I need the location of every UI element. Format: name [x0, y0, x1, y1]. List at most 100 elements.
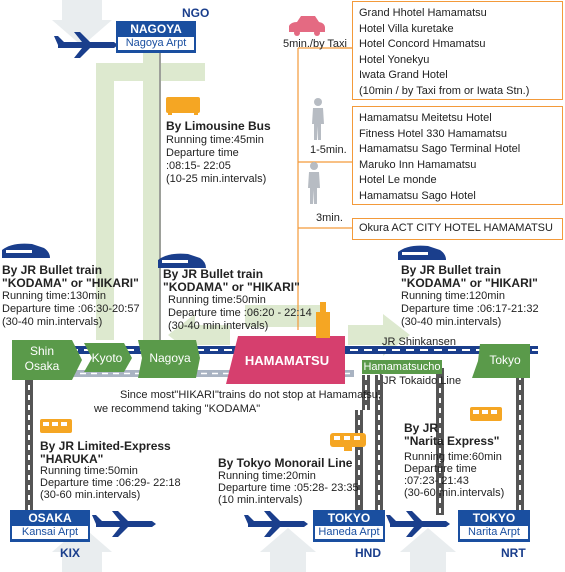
station-shin-osaka-line2: Osaka — [24, 359, 60, 373]
hotel-name: Maruko Inn Hamamatsu — [359, 158, 477, 171]
hotel-name: Hamamatsu Meitetsu Hotel — [359, 112, 492, 124]
route-line: Departure time :06:20 - 22:14 — [168, 307, 312, 319]
band-ngo-right — [160, 63, 205, 81]
nrt-airport-box: TOKYO Narita Arpt — [458, 510, 530, 542]
route-line: Running time:120min — [401, 290, 505, 302]
taxi-icon — [289, 16, 325, 36]
route-line: Departure time — [166, 147, 239, 159]
route-line: Running time:20min — [218, 470, 316, 482]
band-left-vertical — [96, 63, 114, 340]
route-line: (30-40 min.intervals) — [2, 316, 103, 328]
route-line: Departure time :05:28- 23:35 — [218, 482, 359, 494]
hotel-name: Hotel Yonekyu — [359, 53, 430, 66]
ngo-sub: Nagoya Arpt — [118, 37, 194, 50]
station-hamamatsu: HAMAMATSU — [244, 353, 330, 368]
nrt-name: TOKYO — [472, 511, 516, 525]
station-shin-osaka-line1: Shin — [29, 344, 55, 358]
hotel-box-taxi: Grand Hhotel Hamamatsu Hotel Villa kuret… — [352, 1, 563, 100]
route-line: Departure time :06:30-20:57 — [2, 303, 140, 315]
nagoya-bullet-title2: "KODAMA" or "HIKARI" — [163, 280, 300, 294]
airplane-icon — [244, 511, 308, 537]
hotel-name: Hamamatsu Sago Hotel — [359, 189, 476, 202]
route-line: (10 min.intervals) — [218, 494, 303, 506]
person-icons — [308, 98, 324, 204]
route-line: (30-40 min.intervals) — [168, 320, 269, 332]
hnd-code: HND — [355, 546, 381, 560]
station-nagoya: Nagoya — [149, 351, 191, 365]
act-tower-shape — [316, 312, 330, 338]
orange-train-icons — [40, 407, 502, 451]
narita-title: By JR — [404, 421, 439, 435]
kix-sub: Kansai Arpt — [12, 526, 88, 539]
narita-title2: "Narita Express" — [404, 434, 500, 448]
station-blocks — [12, 340, 530, 380]
tokyo-bullet-title2: "KODAMA" or "HIKARI" — [401, 276, 538, 290]
notice-line1: Since most"HIKARI"trains do not stop at … — [120, 389, 381, 401]
hotel-name: Hamamatsu Sago Terminal Hotel — [359, 143, 521, 155]
airplane-icon — [386, 511, 450, 537]
airport-lines — [25, 367, 524, 515]
bg-arrow-bottom-mid — [260, 528, 316, 572]
station-shin-osaka-shape — [12, 340, 82, 380]
orange-train-icon — [470, 407, 502, 421]
bg-arrow-bottom-right — [400, 528, 456, 572]
route-line: :07:23- 21:43 — [404, 475, 469, 487]
station-hamamatsucho: Hamamatsucho — [363, 361, 441, 373]
access-taxi: 5min./by Taxi — [283, 38, 347, 50]
hotel-name: Hotel Villa kuretake — [359, 22, 454, 35]
hotel-name: Fitness Hotel 330 Hamamatsu — [359, 127, 507, 140]
route-line: (10-25 min.intervals) — [166, 173, 267, 185]
route-line: (30-40 min.intervals) — [401, 316, 502, 328]
bullet-train-icons — [2, 243, 446, 268]
airplane-icons — [54, 32, 450, 537]
hotel-name: Iwata Grand Hotel — [359, 69, 448, 81]
station-kyoto-shape — [84, 343, 132, 372]
route-line: Running time:60min — [404, 451, 502, 463]
route-bands — [96, 53, 410, 356]
tokyo-bullet-title: By JR Bullet train — [401, 263, 502, 277]
route-line: :08:15- 22:05 — [166, 160, 231, 172]
access-okura: 3min. — [316, 212, 343, 224]
hotel-name: Okura ACT CITY HOTEL HAMAMATSU — [359, 222, 553, 234]
monorail-icon — [330, 433, 366, 451]
route-line: (30-60 min.intervals) — [40, 489, 141, 501]
hnd-sub: Haneda Arpt — [315, 526, 383, 539]
route-line: Running time:50min — [168, 294, 266, 306]
bullet-train-icon — [158, 253, 206, 268]
person-icon — [308, 162, 320, 204]
station-kyoto: Kyoto — [91, 351, 123, 365]
line-tokaido-label: JR Tokaido Line — [383, 375, 462, 387]
route-line: Departure time :06:29- 22:18 — [40, 477, 181, 489]
airplane-icon — [92, 511, 156, 537]
hotel-note: (10min / by Taxi from or Iwata Stn.) — [359, 84, 530, 97]
notice-line2: we recommend taking "KODAMA" — [94, 403, 261, 415]
band-center-top — [245, 305, 325, 327]
ngo-name: NAGOYA — [130, 22, 182, 36]
limousine-title: By Limousine Bus — [166, 119, 271, 133]
band-right-arrow — [348, 314, 410, 356]
bullet-train-icon — [398, 245, 446, 260]
hotel-name: Hotel Le monde — [359, 174, 437, 186]
route-line: Running time:50min — [40, 465, 138, 477]
hotel-name: Grand Hhotel Hamamatsu — [359, 7, 487, 19]
bg-arrow-bottom-left — [52, 526, 112, 572]
band-ngo-vertical — [143, 53, 161, 340]
line-shinkansen-label: JR Shinkansen — [382, 336, 456, 348]
airplane-icon — [54, 32, 118, 58]
hotel-box-walk: Hamamatsu Meitetsu Hotel Fitness Hotel 3… — [352, 106, 563, 205]
haruka-title: By JR Limited-Express — [40, 439, 171, 453]
station-nagoya-shape — [138, 340, 200, 378]
kix-name: OSAKA — [28, 511, 72, 525]
hotel-box-okura: Okura ACT CITY HOTEL HAMAMATSU — [352, 218, 563, 240]
kix-airport-box: OSAKA Kansai Arpt — [10, 510, 90, 542]
hamamatsu-shape — [226, 336, 345, 384]
route-line: Departure time — [404, 463, 477, 475]
station-tokyo-shape — [472, 344, 530, 378]
bg-arrow-top — [52, 0, 112, 46]
ngo-code: NGO — [182, 6, 210, 20]
osaka-bullet-title: By JR Bullet train — [2, 263, 103, 277]
route-line: Running time:130min — [2, 290, 106, 302]
orange-train-icon — [40, 419, 72, 433]
route-line: Departure time :06:17-21:32 — [401, 303, 539, 315]
nrt-sub: Narita Arpt — [460, 526, 528, 539]
